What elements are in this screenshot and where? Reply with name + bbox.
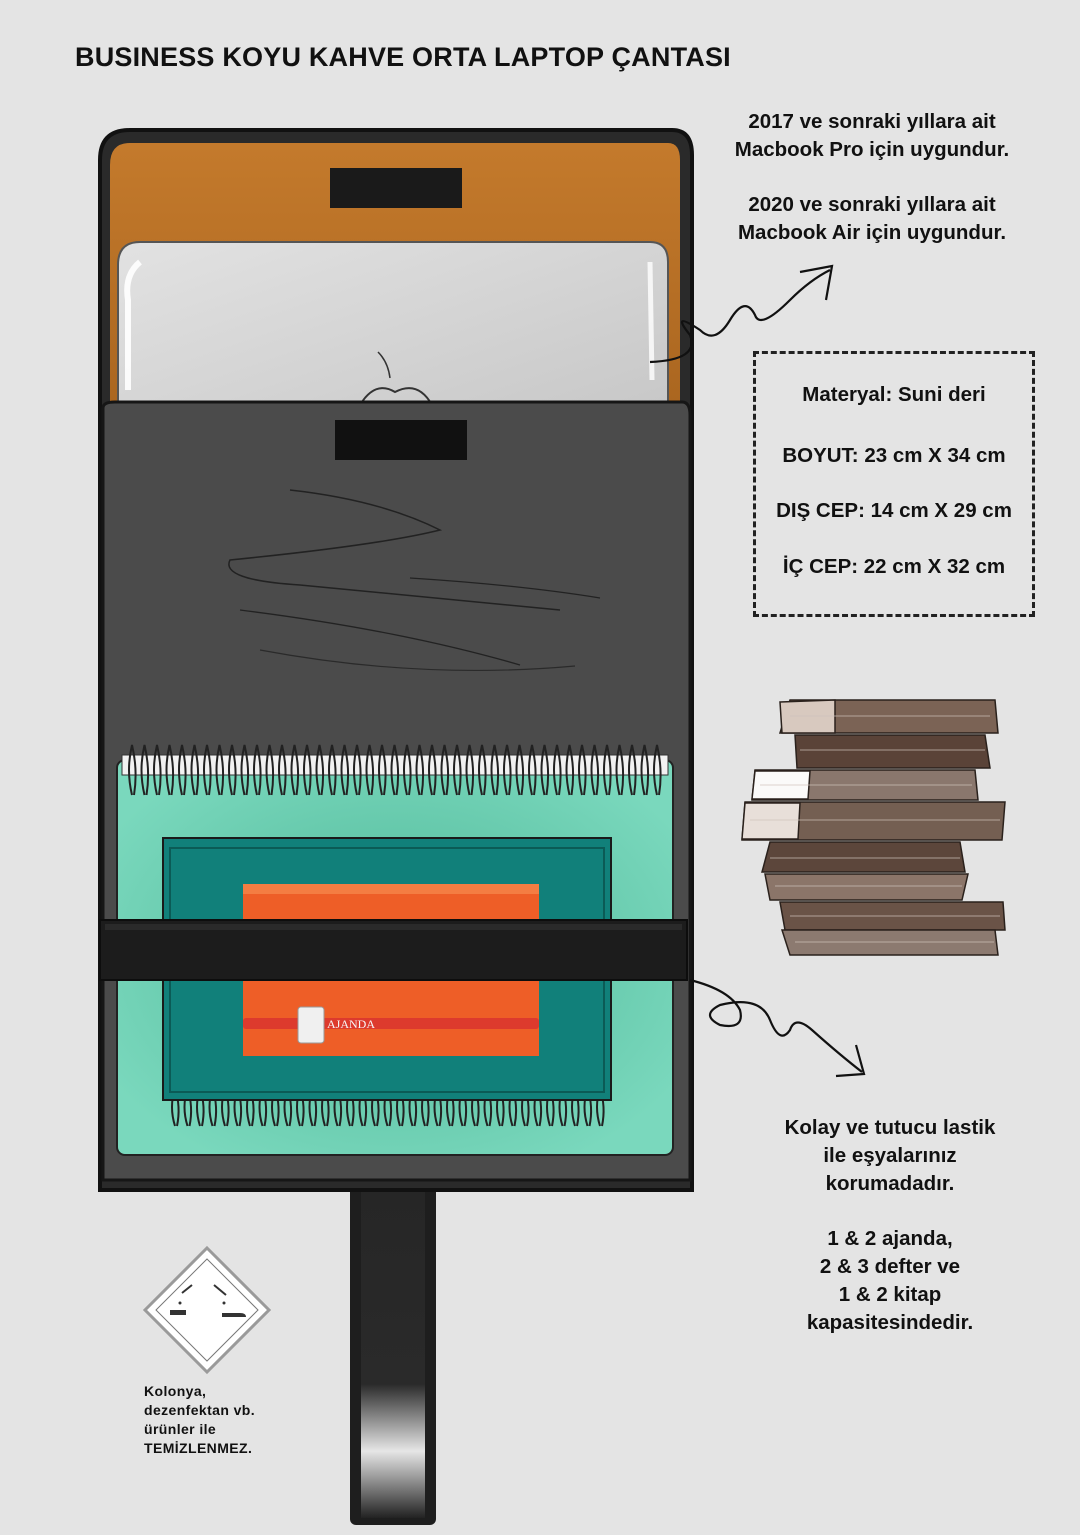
- macbook-air-line-1: 2020 ve sonraki yıllara ait: [748, 193, 996, 216]
- specs-box: Materyal: Suni deri BOYUT: 23 cm X 34 cm…: [753, 351, 1035, 617]
- warning-line-2: dezenfektan vb.: [144, 1402, 256, 1418]
- size-spec: BOYUT: 23 cm X 34 cm: [782, 444, 1006, 467]
- laptop-bag-illustration: AJANDA: [98, 128, 694, 1525]
- corrosive-hazard-icon: [142, 1245, 272, 1375]
- elastic-line-3: korumadadır.: [825, 1172, 955, 1195]
- inner-pocket-spec: İÇ CEP: 22 cm X 32 cm: [782, 555, 1006, 578]
- warning-line-1: Kolonya,: [144, 1383, 207, 1399]
- capacity-line-4: kapasitesindedir.: [806, 1311, 974, 1334]
- page-title: BUSINESS KOYU KAHVE ORTA LAPTOP ÇANTASI: [75, 42, 731, 72]
- curly-arrow-icon: [689, 978, 866, 1078]
- material-spec: Materyal: Suni deri: [802, 383, 986, 406]
- elastic-line-2: ile eşyalarınız: [823, 1144, 957, 1167]
- warning-line-4: TEMİZLENMEZ.: [144, 1440, 253, 1456]
- macbook-air-line-2: Macbook Air için uygundur.: [737, 221, 1007, 244]
- elastic-note: Kolay ve tutucu lastik ile eşyalarınız k…: [740, 1114, 1040, 1337]
- elastic-line-1: Kolay ve tutucu lastik: [784, 1116, 996, 1139]
- macbook-pro-line-2: Macbook Pro için uygundur.: [734, 138, 1010, 161]
- warning-line-3: ürünler ile: [144, 1421, 217, 1437]
- macbook-pro-line-1: 2017 ve sonraki yıllara ait: [748, 110, 996, 133]
- book-stack-illustration: [741, 699, 1006, 956]
- agenda-label: AJANDA: [327, 1017, 375, 1031]
- outer-pocket-spec: DIŞ CEP: 14 cm X 29 cm: [776, 499, 1012, 522]
- curly-arrow-icon: [649, 264, 834, 364]
- capacity-line-3: 1 & 2 kitap: [838, 1283, 942, 1306]
- compatibility-note: 2017 ve sonraki yıllara ait Macbook Pro …: [712, 108, 1032, 247]
- capacity-line-2: 2 & 3 defter ve: [819, 1255, 961, 1278]
- capacity-line-1: 1 & 2 ajanda,: [827, 1227, 953, 1250]
- cleaning-warning: Kolonya, dezenfektan vb. ürünler ile TEM…: [144, 1382, 255, 1458]
